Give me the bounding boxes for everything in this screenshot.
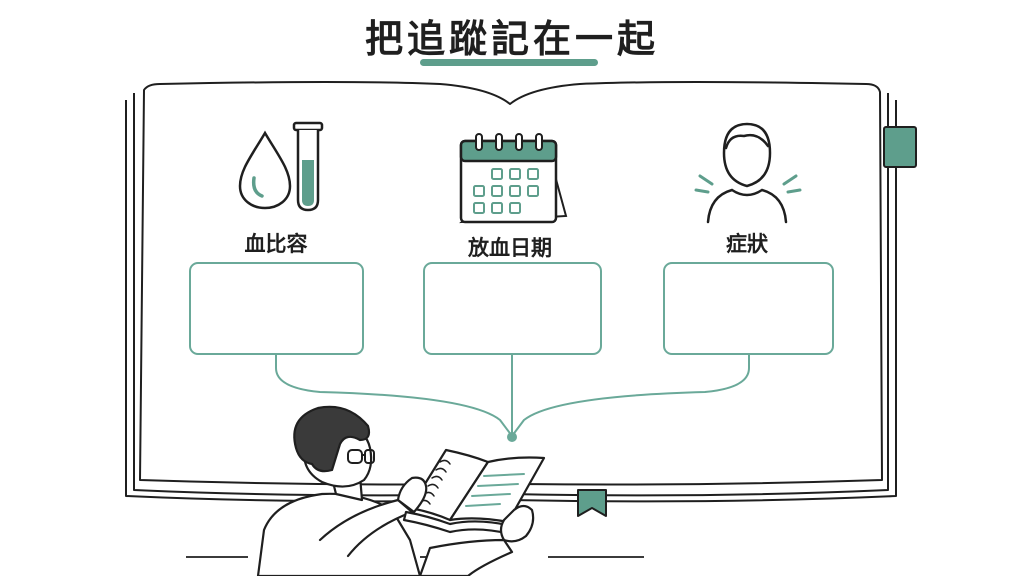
person-symptoms-icon (694, 122, 802, 224)
label-hematocrit: 血比容 (244, 232, 308, 256)
title-underline (420, 59, 598, 66)
label-symptoms: 症狀 (726, 232, 768, 256)
blood-drop-and-test-tube-icon (238, 121, 324, 212)
entry-box-2 (423, 262, 602, 355)
entry-box-1 (189, 262, 364, 355)
blood-drop-icon (238, 130, 292, 210)
connector-lines (275, 354, 750, 437)
calendar-icon (459, 133, 568, 224)
entry-box-3 (663, 262, 834, 355)
reader-person-icon (256, 405, 546, 578)
side-bookmark-tab (883, 126, 917, 168)
page-title: 把追蹤記在一起 (364, 17, 659, 61)
label-phlebotomy-date: 放血日期 (468, 236, 552, 260)
ribbon-bookmark (577, 489, 607, 517)
connector-node (507, 432, 517, 442)
